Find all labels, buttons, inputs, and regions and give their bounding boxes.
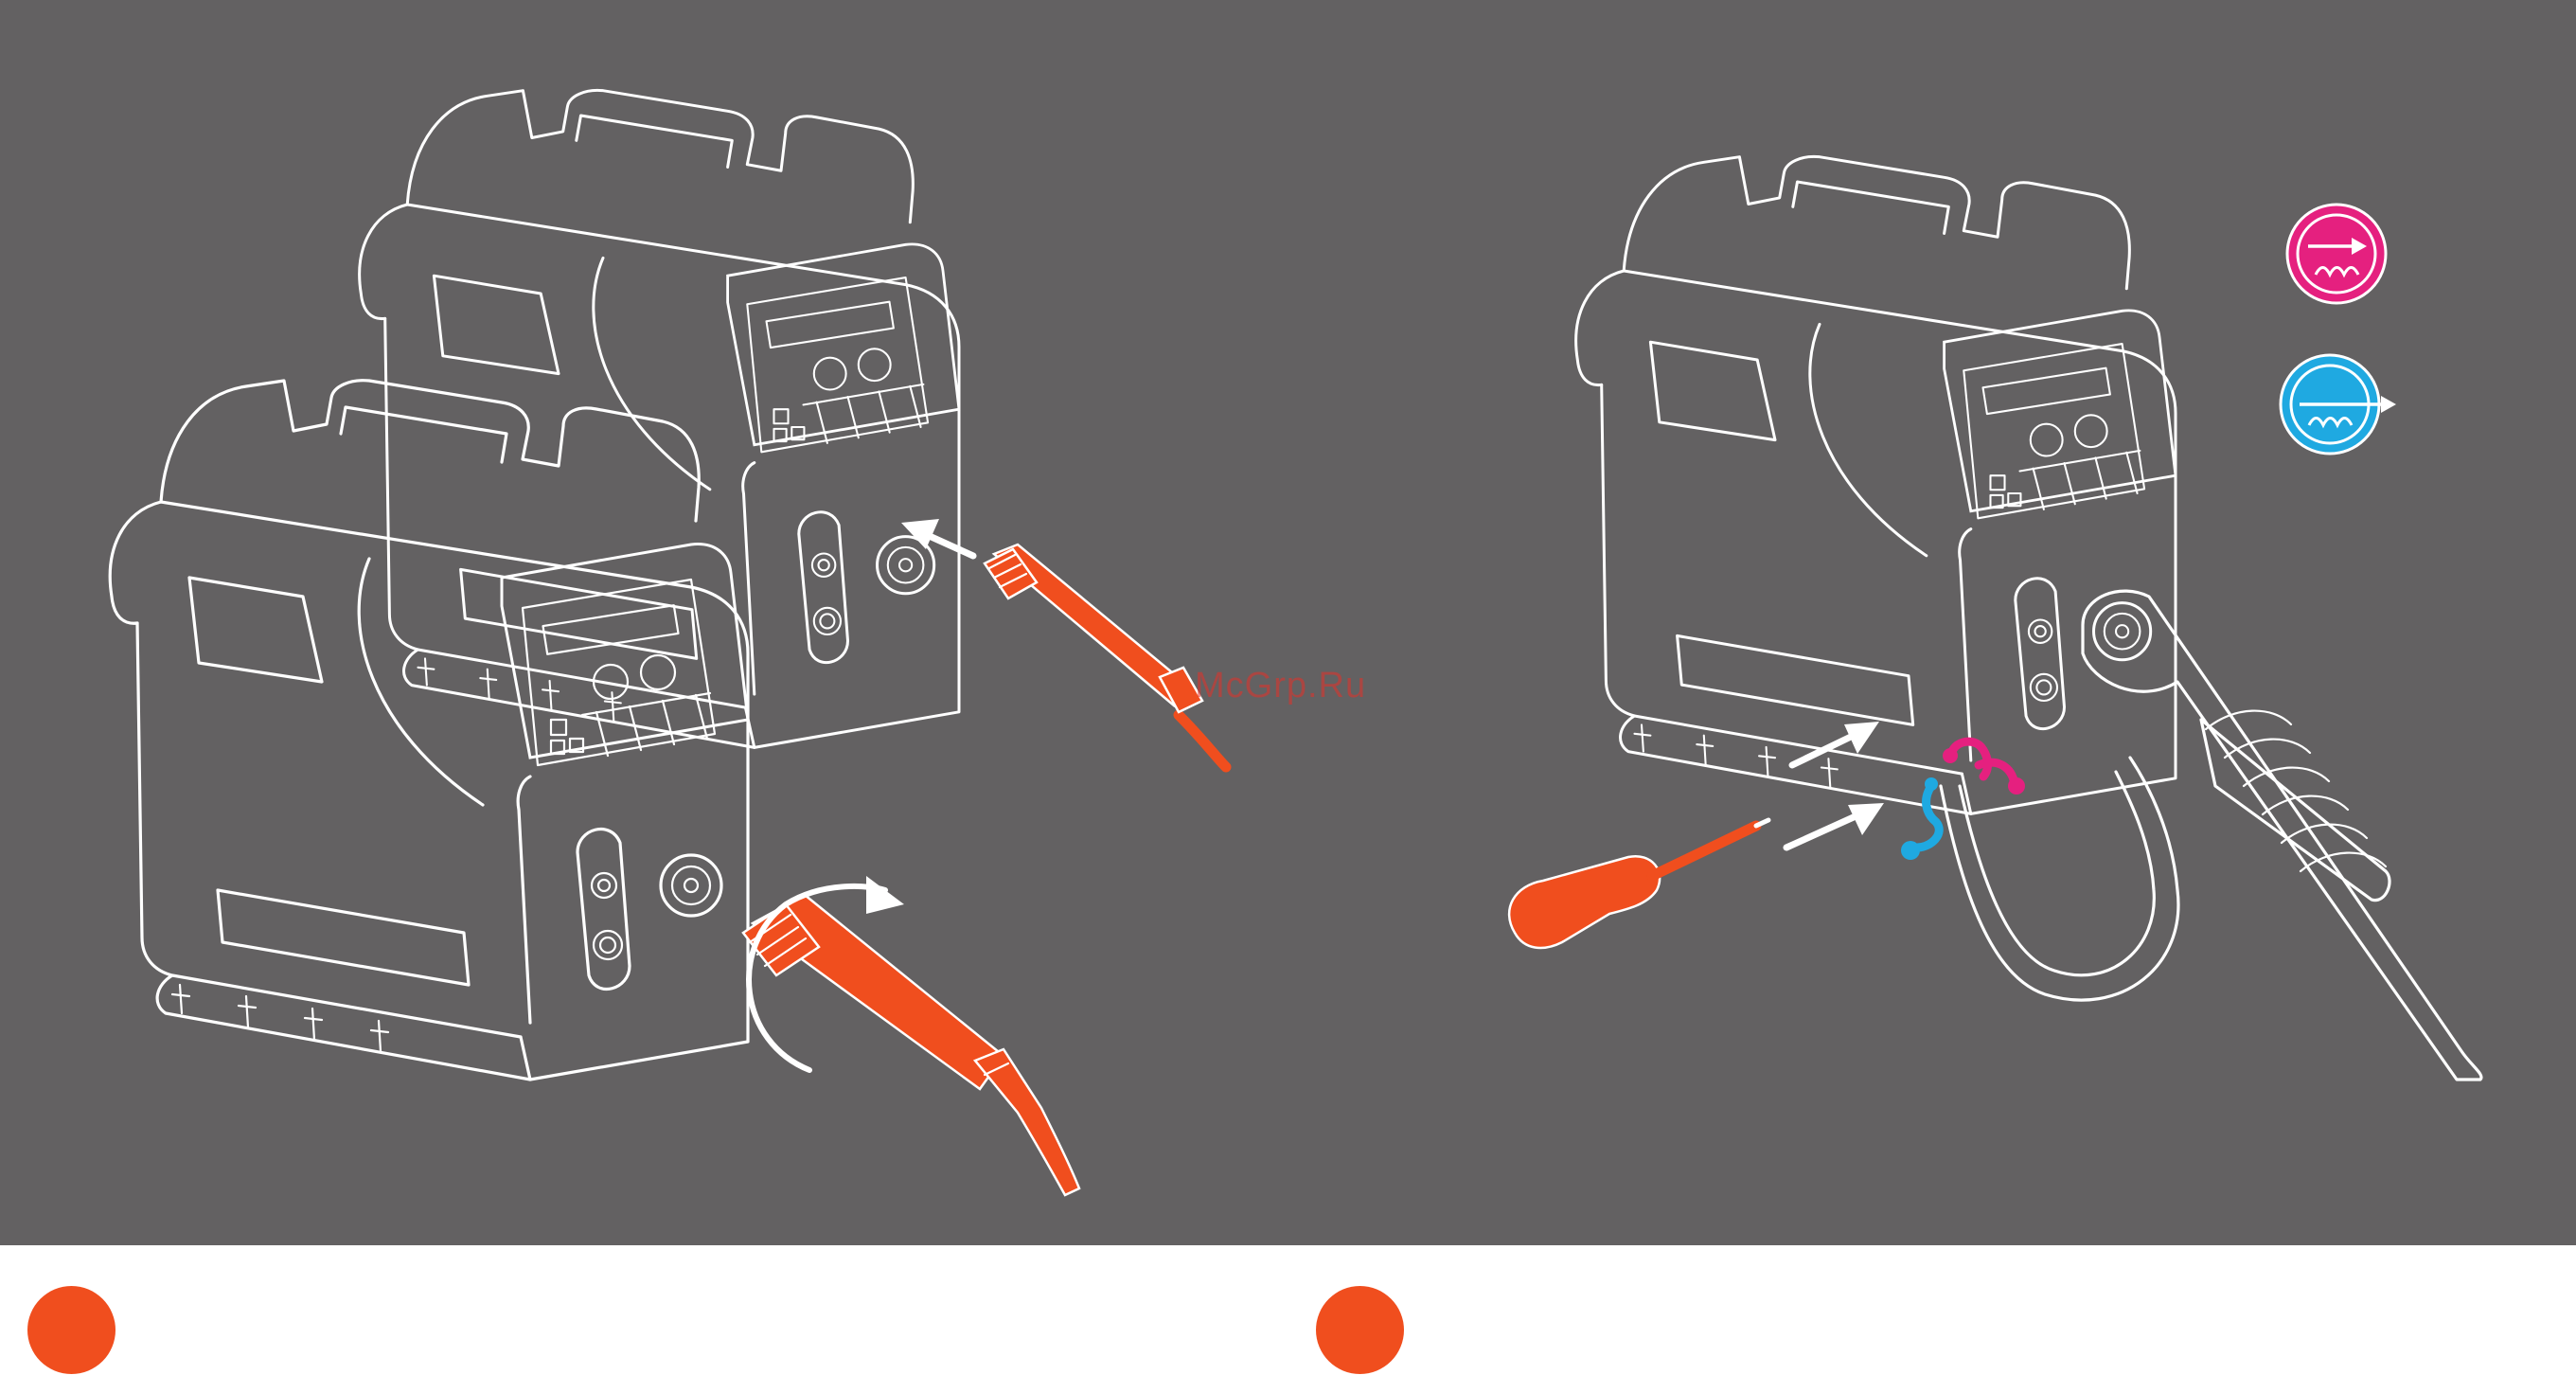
step-marker-2 xyxy=(1316,1286,1404,1374)
illustration-svg xyxy=(0,0,2576,1245)
control-cable-rear xyxy=(985,545,1226,767)
assembly-illustration: McGrp.Ru xyxy=(0,0,2576,1245)
insert-arrow-upper xyxy=(1792,722,1879,765)
step-marker-1 xyxy=(27,1286,115,1374)
footer-strip xyxy=(0,1245,2576,1375)
screwdriver-illustration xyxy=(1509,820,1768,948)
coolant-out-icon xyxy=(2287,205,2386,303)
coolant-in-icon xyxy=(2281,355,2396,454)
welder-coolant xyxy=(1576,156,2176,813)
watermark: McGrp.Ru xyxy=(1195,666,1366,706)
coolant-hoses xyxy=(1901,741,2178,1000)
control-cable-front xyxy=(743,895,1079,1195)
welder-rear xyxy=(360,90,959,747)
insert-arrow-lower xyxy=(1786,803,1884,848)
